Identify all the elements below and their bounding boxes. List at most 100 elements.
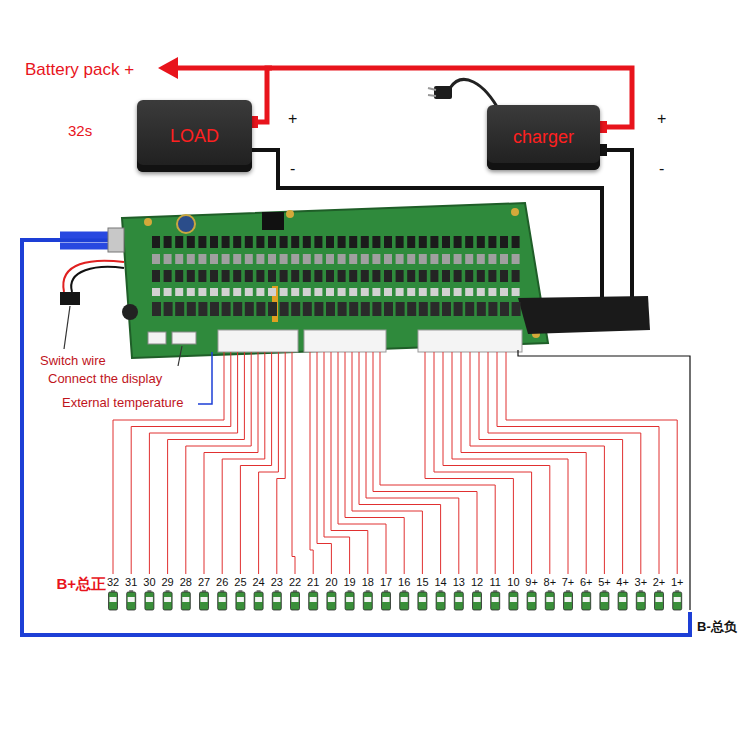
mosfet — [164, 270, 172, 282]
resistor-chip — [430, 254, 438, 264]
mosfet — [384, 270, 392, 282]
resistor-chip — [164, 288, 172, 296]
mosfet — [442, 236, 450, 248]
cell-band — [455, 597, 462, 602]
resistor-chip — [361, 288, 369, 296]
battery-cell — [618, 592, 627, 610]
load-box: LOAD — [137, 100, 252, 172]
battery-cell — [600, 592, 609, 610]
mosfet — [233, 270, 241, 282]
cell-number: 7+ — [562, 576, 575, 589]
mosfet — [430, 236, 438, 248]
chip — [268, 302, 277, 316]
battery-cell — [545, 592, 554, 610]
cell-number: 23 — [271, 576, 283, 589]
battery-cell — [236, 592, 245, 610]
power-cable — [518, 296, 650, 334]
sense-wire — [310, 352, 313, 574]
resistor-chip — [361, 254, 369, 264]
battery-cell — [145, 592, 154, 610]
mosfet — [233, 236, 241, 248]
cell-number: 3+ — [635, 576, 648, 589]
mosfet — [488, 270, 496, 282]
battery-cell — [254, 592, 263, 610]
cell-number: 14 — [434, 576, 446, 589]
sense-wire — [497, 352, 659, 574]
cell-number: 24 — [252, 576, 264, 589]
chip — [430, 302, 439, 316]
polarity-sign: - — [659, 160, 664, 178]
resistor-chip — [384, 254, 392, 264]
mosfet — [164, 236, 172, 248]
chip — [477, 302, 486, 316]
resistor-chip — [338, 254, 346, 264]
resistor-chip — [326, 288, 334, 296]
resistor-chip — [372, 288, 380, 296]
resistor-chip — [303, 254, 311, 264]
cell-number: 4+ — [616, 576, 629, 589]
terminal-label: B-总负 — [697, 620, 737, 635]
switch-connector — [60, 292, 80, 305]
resistor-chip — [245, 254, 253, 264]
battery-cell — [473, 592, 482, 610]
polarity-sign: + — [288, 110, 297, 128]
mosfet — [222, 270, 230, 282]
battery-cell — [272, 592, 281, 610]
mosfet — [187, 236, 195, 248]
cell-number: 22 — [289, 576, 301, 589]
chip — [152, 302, 161, 316]
box-label: LOAD — [170, 126, 219, 147]
resistor-chip — [477, 288, 485, 296]
battery-cell — [436, 592, 445, 610]
resistor-chip — [500, 254, 508, 264]
mosfet — [291, 236, 299, 248]
cell-number: 8+ — [544, 576, 557, 589]
switch-wire — [71, 267, 124, 292]
sense-wire — [470, 352, 604, 574]
mosfet — [430, 270, 438, 282]
battery-cell — [655, 592, 664, 610]
mosfet — [280, 236, 288, 248]
chip — [187, 302, 196, 316]
cell-band — [128, 597, 135, 602]
mosfet — [419, 270, 427, 282]
resistor-chip — [512, 288, 520, 296]
arrow-head — [158, 57, 178, 79]
battery-cell — [382, 592, 391, 610]
chip — [303, 302, 312, 316]
cell-band — [474, 597, 481, 602]
battery-cell — [673, 592, 682, 610]
sense-wire — [324, 352, 350, 574]
mosfet — [512, 270, 520, 282]
cell-number: 29 — [161, 576, 173, 589]
mosfet — [349, 236, 357, 248]
polarity-sign: - — [290, 160, 295, 178]
mosfet — [245, 236, 253, 248]
resistor-chip — [175, 288, 183, 296]
mosfet — [326, 270, 334, 282]
mosfet — [361, 236, 369, 248]
battery-cell — [163, 592, 172, 610]
cell-band — [510, 597, 517, 602]
mosfet — [245, 270, 253, 282]
mosfet — [512, 236, 520, 248]
cell-band — [219, 597, 226, 602]
cell-number: 32 — [107, 576, 119, 589]
cell-band — [674, 597, 681, 602]
buzzer — [122, 304, 138, 320]
battery-cell — [327, 592, 336, 610]
chip — [349, 302, 358, 316]
cell-number: 25 — [234, 576, 246, 589]
mosfet — [419, 236, 427, 248]
cell-band — [437, 597, 444, 602]
chip — [198, 302, 207, 316]
chip — [372, 302, 381, 316]
generated-parts — [109, 236, 682, 610]
resistor-chip — [488, 288, 496, 296]
chip — [512, 302, 521, 316]
mosfet — [210, 270, 218, 282]
battery-cell — [291, 592, 300, 610]
battery-cell — [127, 592, 136, 610]
sense-wire — [488, 352, 641, 574]
battery-cell — [582, 592, 591, 610]
